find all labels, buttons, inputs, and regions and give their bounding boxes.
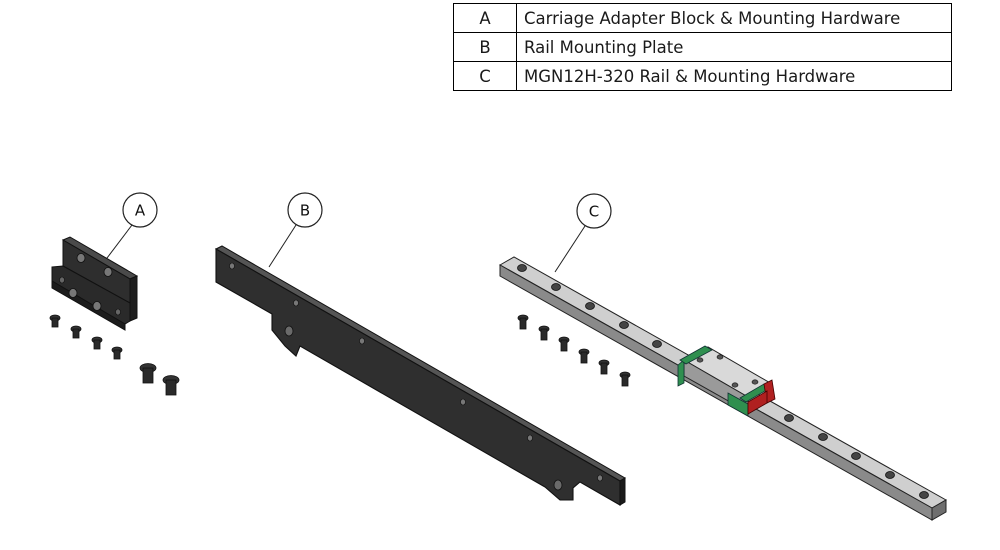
screw-icon — [91, 336, 103, 350]
screw-icon — [139, 363, 157, 384]
balloon-c: C — [554, 193, 612, 273]
screw-set-c — [517, 314, 631, 387]
screw-set-a — [49, 314, 180, 396]
screw-icon — [49, 314, 61, 328]
screw-icon — [517, 314, 529, 330]
bom-row-b: B Rail Mounting Plate — [453, 32, 952, 62]
balloon-b-label: B — [300, 202, 310, 220]
screw-icon — [162, 375, 180, 396]
balloon-c-label: C — [589, 203, 599, 221]
screw-icon — [538, 325, 550, 341]
carriage-block — [677, 345, 776, 417]
screw-icon — [111, 346, 123, 360]
carriage-adapter-block — [51, 236, 139, 331]
bom-label: MGN12H-320 Rail & Mounting Hardware — [516, 61, 952, 91]
balloon-b: B — [268, 192, 323, 268]
balloon-a-label: A — [135, 202, 146, 220]
bom-row-c: C MGN12H-320 Rail & Mounting Hardware — [453, 61, 952, 91]
bill-of-materials-table: A Carriage Adapter Block & Mounting Hard… — [453, 3, 952, 91]
screw-icon — [598, 359, 610, 375]
screw-icon — [578, 348, 590, 364]
balloon-a: A — [103, 192, 158, 263]
screw-icon — [619, 371, 631, 387]
screw-icon — [70, 325, 82, 339]
rail-mounting-plate — [214, 245, 626, 506]
screw-icon — [558, 336, 570, 352]
